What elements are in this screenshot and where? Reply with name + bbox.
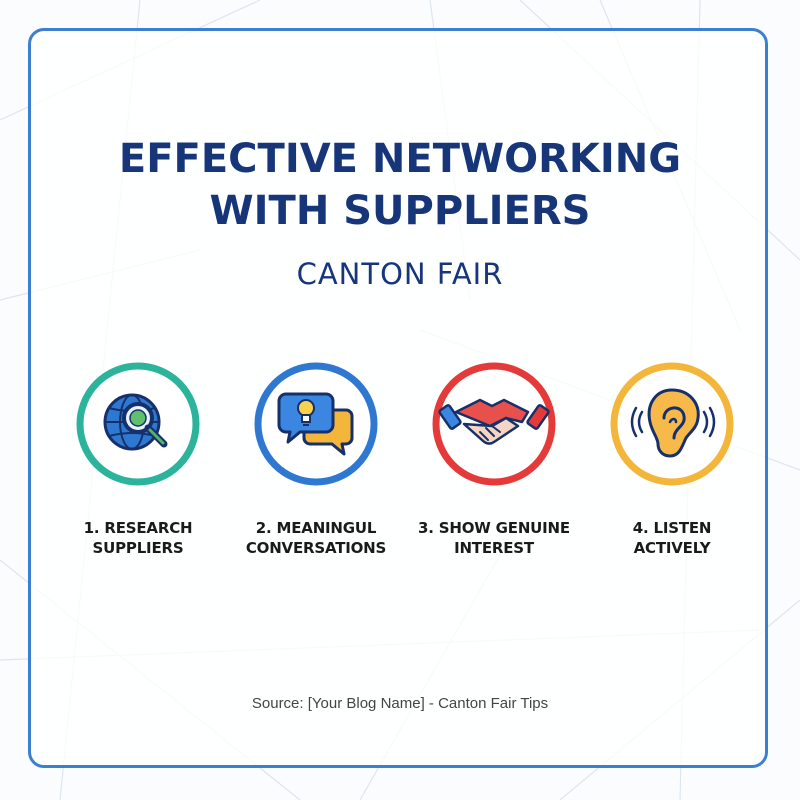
chat-lightbulb-icon <box>254 362 378 486</box>
title-line-1: EFFECTIVE NETWORKING <box>118 136 682 182</box>
step-listen-actively: 4. LISTEN ACTIVELY <box>582 360 762 558</box>
step-label: 2. MEANINGUL CONVERSATIONS <box>245 519 387 557</box>
handshake-icon <box>432 362 556 486</box>
page-subtitle: CANTON FAIR <box>296 257 504 291</box>
page-title: EFFECTIVE NETWORKING WITH SUPPLIERS <box>60 133 740 237</box>
step-label: 4. LISTEN ACTIVELY <box>632 519 712 557</box>
source-credit: Source: [Your Blog Name] - Canton Fair T… <box>251 695 549 712</box>
step-research-suppliers: 1. RESEARCH SUPPLIERS <box>48 360 228 558</box>
step-label: 3. SHOW GENUINE INTEREST <box>418 519 570 557</box>
step-show-genuine-interest: 3. SHOW GENUINE INTEREST <box>404 360 584 558</box>
title-line-2: WITH SUPPLIERS <box>209 188 591 234</box>
step-meaningful-conversations: 2. MEANINGUL CONVERSATIONS <box>226 360 406 558</box>
ear-icon <box>610 362 734 486</box>
globe-magnifier-icon <box>76 362 200 486</box>
step-label: 1. RESEARCH SUPPLIERS <box>83 519 193 557</box>
